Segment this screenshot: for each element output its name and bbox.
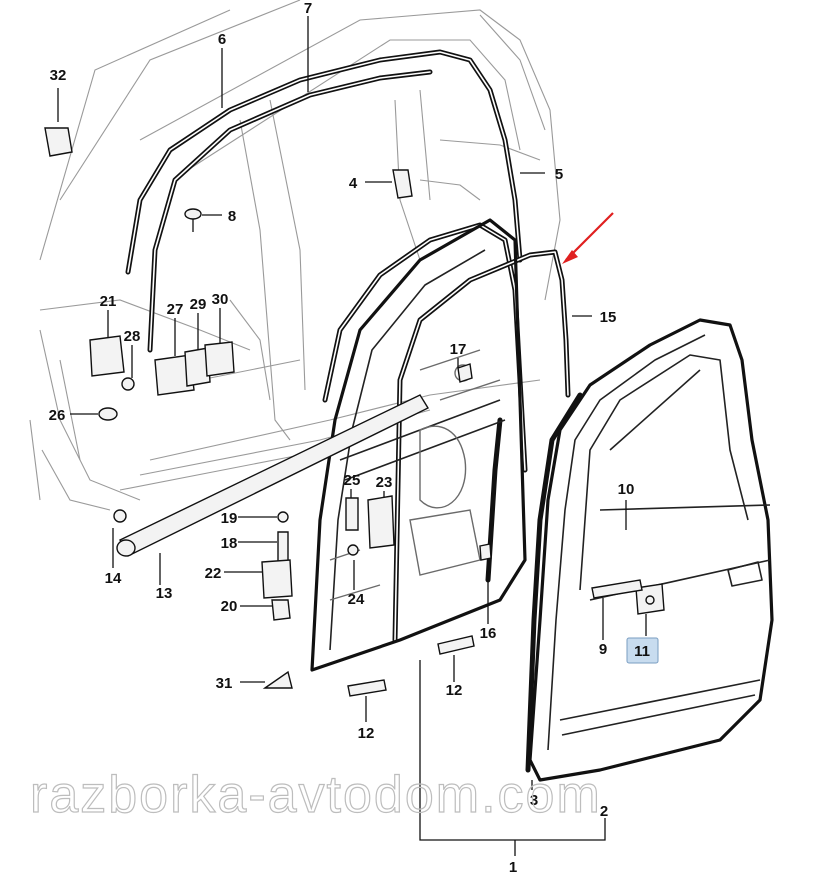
callout-labels: 1 2 3 4 5 6 7 8 9 10 11 12 12 13 14 15 1… (49, 0, 650, 876)
label-11: 11 (634, 643, 650, 660)
outer-door-panel (525, 318, 774, 782)
label-20: 20 (221, 598, 238, 615)
label-1: 1 (509, 859, 517, 876)
label-16: 16 (480, 625, 497, 642)
label-5: 5 (555, 166, 563, 183)
highlight-box-11 (626, 637, 659, 664)
label-6: 6 (218, 31, 226, 48)
label-9: 9 (599, 641, 607, 658)
label-17: 17 (450, 341, 467, 358)
label-26: 26 (49, 407, 66, 424)
label-12-right: 12 (446, 682, 463, 699)
label-15: 15 (600, 309, 617, 326)
leader-lines (57, 16, 647, 856)
label-29: 29 (190, 296, 207, 313)
label-23: 23 (376, 474, 393, 491)
label-14: 14 (105, 570, 122, 587)
label-22: 22 (205, 565, 222, 582)
label-28: 28 (124, 328, 141, 345)
label-12-left: 12 (358, 725, 375, 742)
label-8: 8 (228, 208, 236, 225)
label-19: 19 (221, 510, 238, 527)
label-3: 3 (530, 792, 538, 809)
label-27: 27 (167, 301, 184, 318)
label-7: 7 (304, 0, 312, 17)
label-24: 24 (348, 591, 365, 608)
label-25: 25 (344, 472, 361, 489)
label-18: 18 (221, 535, 238, 552)
label-13: 13 (156, 585, 173, 602)
red-arrow-icon (562, 212, 614, 264)
small-parts (44, 127, 665, 697)
label-10: 10 (618, 481, 635, 498)
label-32: 32 (50, 67, 67, 84)
label-4: 4 (349, 175, 358, 192)
label-2: 2 (600, 803, 608, 820)
watermark-text: razborka-avtodom.com (30, 766, 602, 824)
label-21: 21 (100, 293, 117, 310)
label-31: 31 (216, 675, 233, 692)
roof-weatherstrip (125, 49, 523, 353)
label-30: 30 (212, 291, 229, 308)
